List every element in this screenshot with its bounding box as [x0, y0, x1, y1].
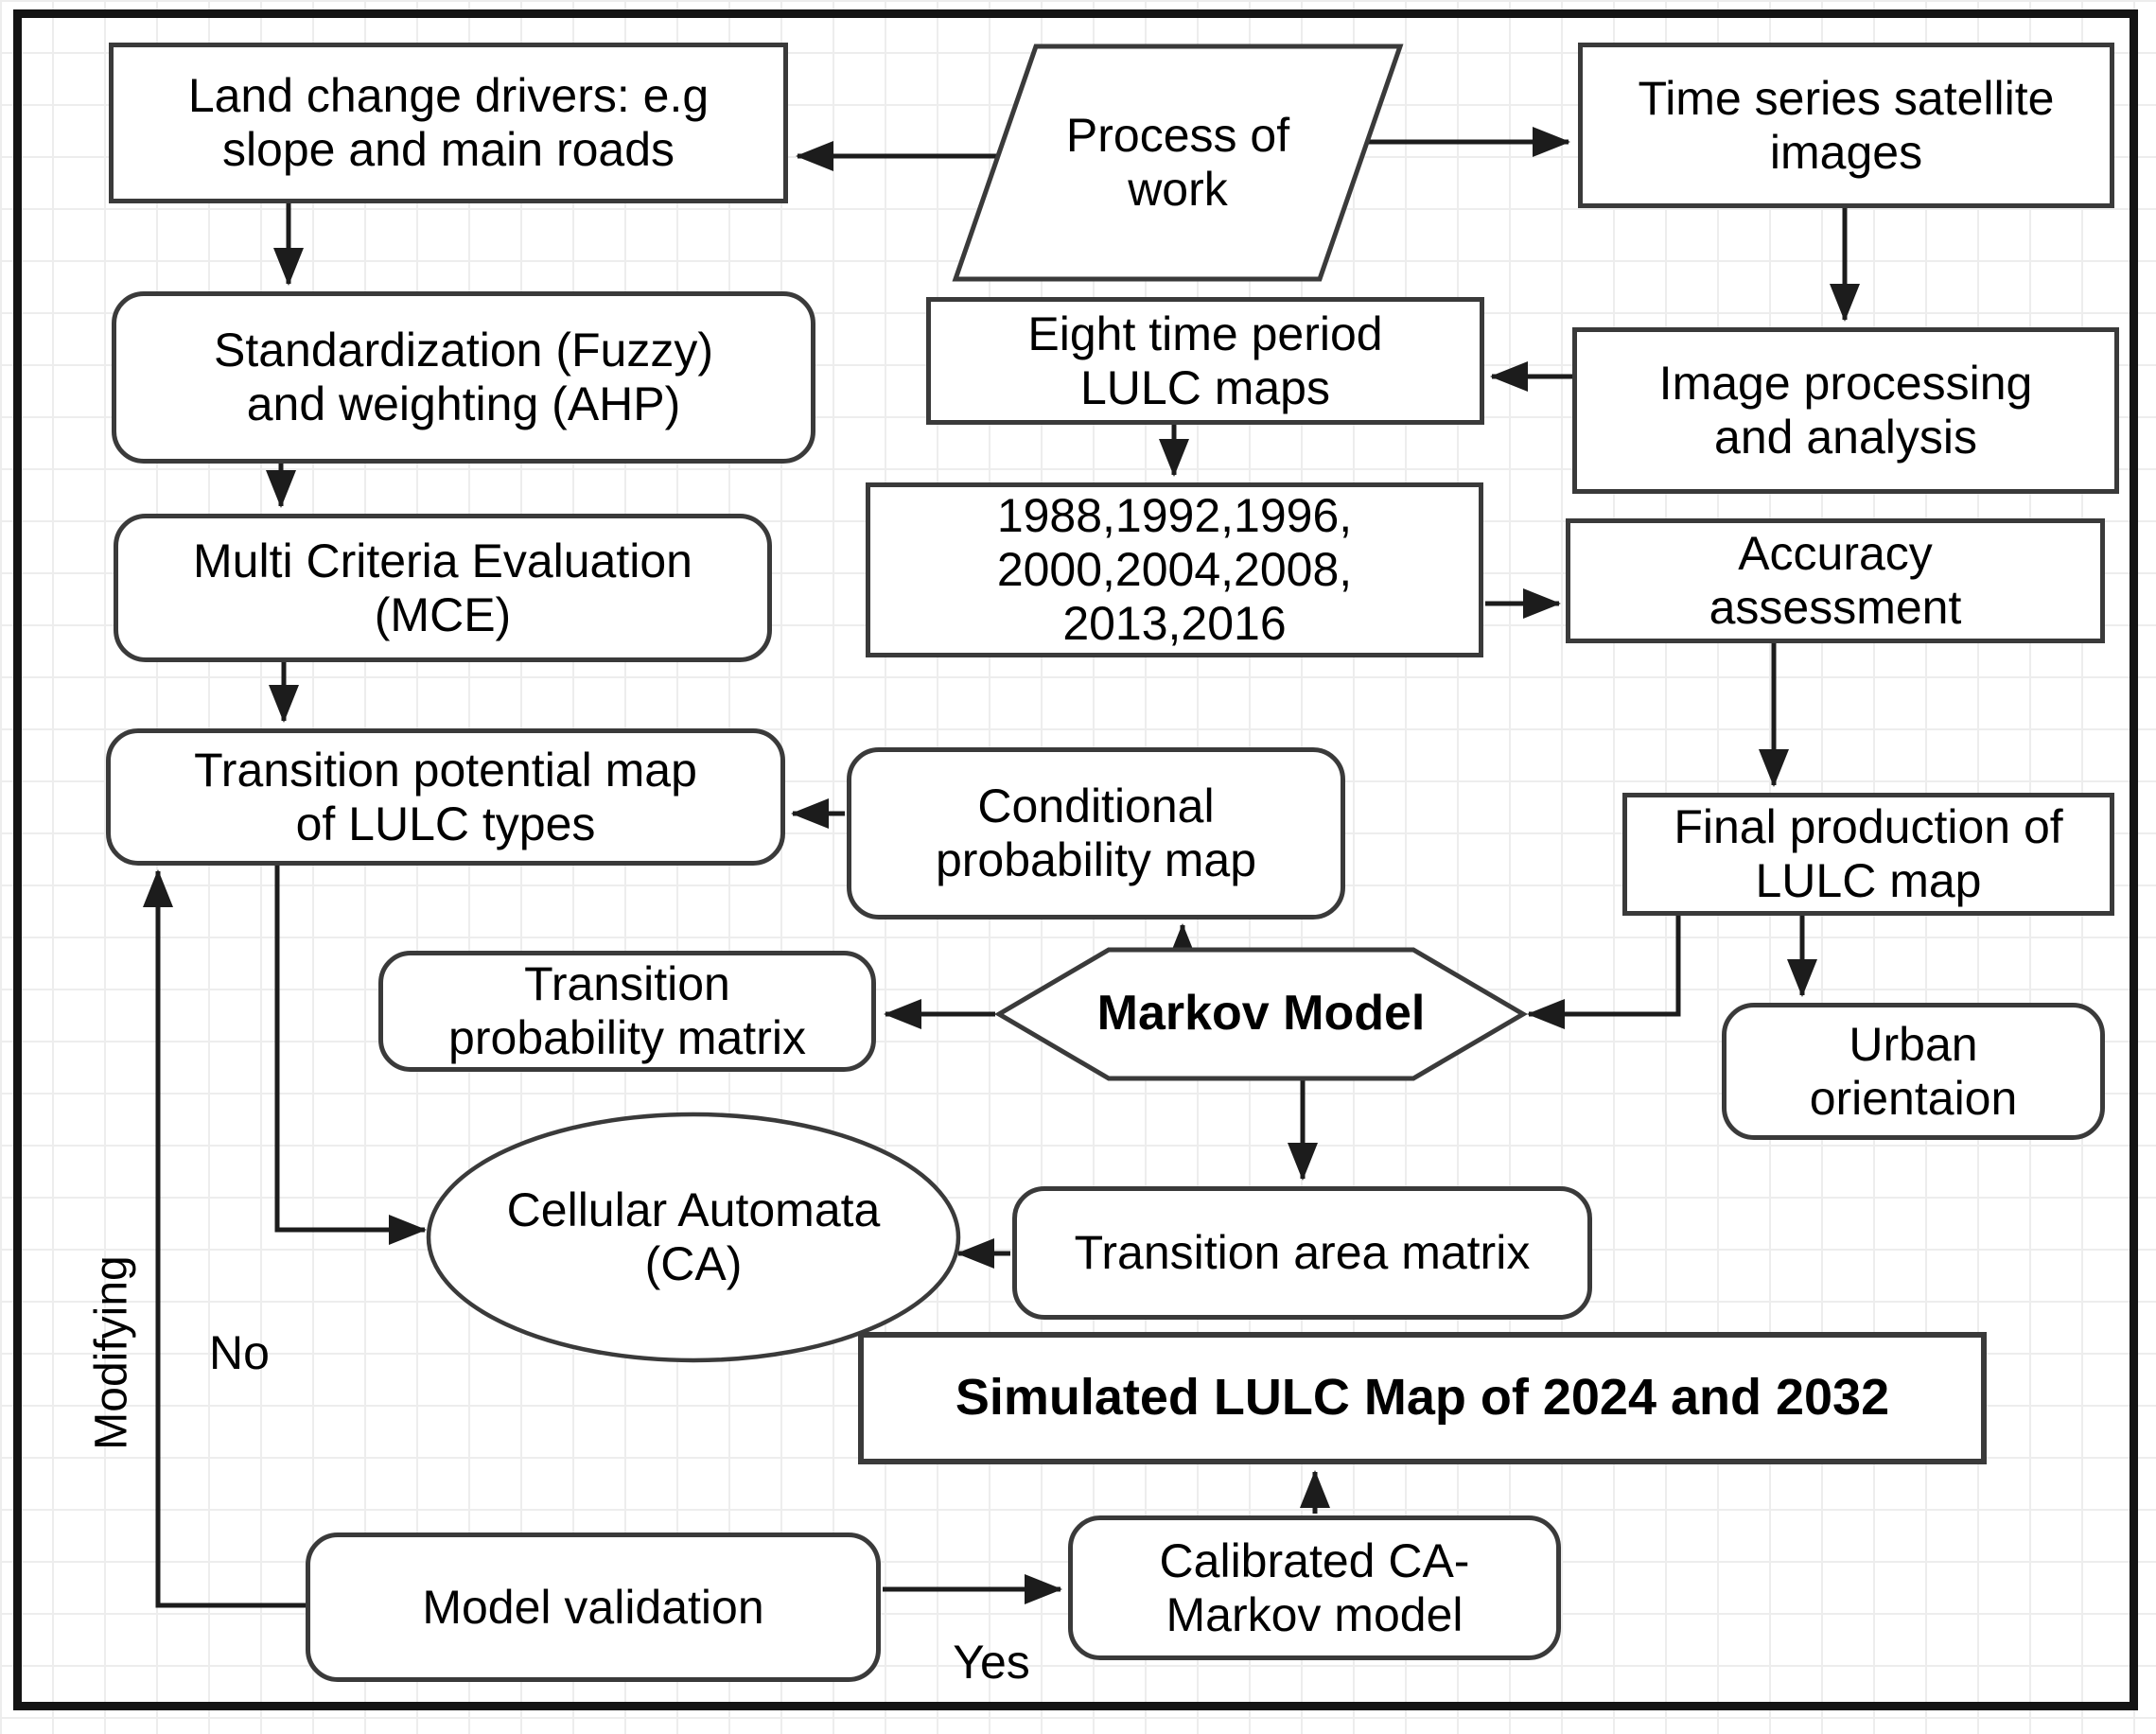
arrow-transitionpotential-to-ca: [274, 864, 427, 1245]
node-land-change-drivers: Land change drivers: e.g slope and main …: [109, 43, 788, 203]
label-no: No: [209, 1326, 270, 1379]
process-of-work-parallelogram: [952, 44, 1404, 282]
label-yes: Yes: [953, 1636, 1030, 1689]
node-transition-area-matrix: Transition area matrix: [1012, 1186, 1592, 1320]
label-modifying: Modifying: [86, 1255, 137, 1450]
node-conditional-probability-map: Conditional probability map: [847, 747, 1345, 920]
node-image-processing-analysis: Image processing and analysis: [1572, 327, 2119, 494]
node-model-validation: Model validation: [306, 1533, 881, 1682]
node-simulated-lulc-map: Simulated LULC Map of 2024 and 2032: [858, 1332, 1987, 1464]
node-transition-probability-matrix: Transition probability matrix: [378, 951, 876, 1072]
node-final-production-lulc-map: Final production of LULC map: [1622, 793, 2114, 916]
node-multi-criteria-evaluation: Multi Criteria Evaluation (MCE): [114, 514, 772, 662]
node-transition-potential-map: Transition potential map of LULC types: [106, 728, 785, 866]
markov-model-hexagon: [994, 947, 1528, 1081]
node-standardization-weighting: Standardization (Fuzzy) and weighting (A…: [112, 291, 815, 464]
node-time-series-satellite-images: Time series satellite images: [1578, 43, 2114, 208]
cellular-automata-ellipse: [426, 1112, 961, 1363]
node-calibrated-ca-markov: Calibrated CA- Markov model: [1068, 1515, 1561, 1660]
node-cellular-automata: Cellular Automata (CA): [506, 1183, 881, 1290]
node-lulc-years: 1988,1992,1996, 2000,2004,2008, 2013,201…: [866, 482, 1483, 657]
node-eight-time-period-lulc-maps: Eight time period LULC maps: [926, 297, 1484, 425]
node-urban-orientation: Urban orientaion: [1722, 1003, 2105, 1140]
node-process-of-work: Process of work: [1065, 109, 1290, 216]
arrow-finalproduction-to-markov: [1527, 914, 1681, 1029]
node-accuracy-assessment: Accuracy assessment: [1566, 518, 2105, 643]
node-markov-model: Markov Model: [1096, 986, 1426, 1042]
arrow-validation-to-transitionpotential: [143, 869, 306, 1608]
